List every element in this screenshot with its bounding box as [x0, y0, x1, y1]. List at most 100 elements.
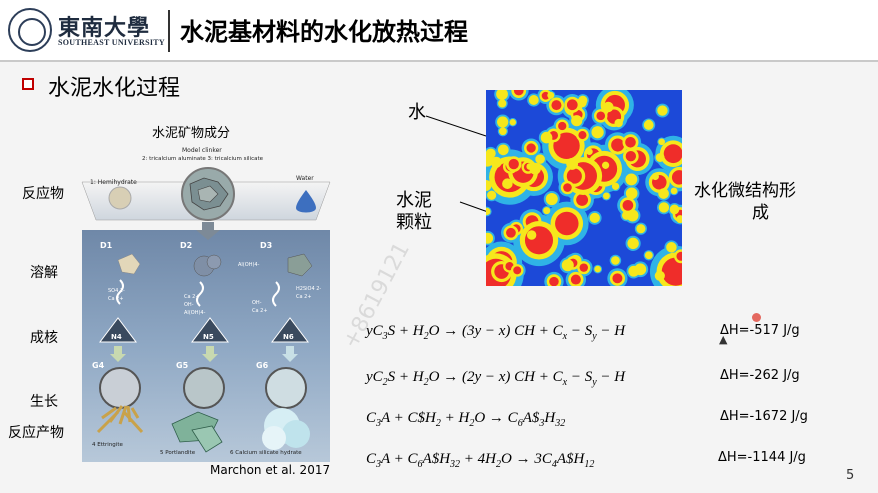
particle-core	[513, 90, 524, 96]
particle-shell	[509, 119, 516, 126]
particle-shell	[486, 179, 492, 191]
product-ettringite: 4 Ettringite	[92, 442, 123, 448]
particle-core	[551, 100, 562, 111]
equation-c2s: yC2S + H2O → (2y − x) CH + Cx − Sy − H	[366, 369, 626, 388]
particle-shell	[669, 204, 680, 215]
ion-hydroxide-2: OH-	[252, 300, 262, 306]
particle-shell	[591, 126, 604, 139]
particle-shell	[601, 161, 610, 169]
particle-shell	[676, 215, 682, 224]
particle-core	[553, 132, 580, 159]
particle-shell	[571, 115, 583, 127]
watermark-text: +8619121	[345, 238, 415, 353]
particle-core	[578, 131, 587, 140]
particle-shell	[487, 190, 497, 200]
particle-core	[625, 136, 636, 148]
particle-shell	[589, 212, 600, 224]
particle-shell	[625, 173, 638, 186]
particle-core	[549, 276, 559, 286]
logo-chinese-text: 東南大學	[58, 15, 151, 41]
stage-g6: G6	[256, 361, 269, 370]
product-csh: 6 Calcium silicate hydrate	[230, 450, 302, 456]
figure-citation: Marchon et al. 2017	[210, 463, 331, 477]
particle-core	[526, 143, 536, 153]
label-nucleation: 成核	[30, 330, 58, 346]
particle-shell	[611, 256, 620, 265]
particle-core	[566, 99, 578, 111]
stage-n5: N5	[203, 333, 214, 341]
figure-caption: 水泥矿物成分	[152, 126, 231, 141]
watermark: +8619121	[345, 238, 415, 353]
particle-shell	[627, 237, 639, 250]
particle-shell	[526, 163, 534, 170]
ion-calcium-2: Ca 2+	[184, 294, 200, 300]
particle-shell	[543, 207, 551, 215]
particle-shell	[535, 154, 545, 164]
header-divider	[168, 10, 170, 52]
particle-core	[555, 211, 579, 236]
particle-shell	[643, 120, 654, 130]
pointer-lines	[425, 115, 489, 213]
particle-shell	[603, 101, 614, 113]
particle-shell	[498, 99, 507, 108]
ion-calcium-1: Ca 2+	[108, 296, 124, 302]
label-reactants: 反应物	[22, 186, 64, 202]
ion-silicate: H2SiO4 2-	[296, 286, 321, 292]
particle-shell	[490, 156, 502, 168]
ion-calcium-3: Ca 2+	[252, 308, 268, 314]
equation-c3a-ettringite: C3A + C6A$H32 + 4H2O → 3C4A$H12	[366, 451, 595, 470]
equation-c3a-gypsum: C3A + C$H2 + H2O → C6A$3H32	[366, 410, 566, 429]
particle-core	[513, 266, 522, 275]
particle-core	[625, 151, 637, 162]
product-portlandite: 5 Portlandite	[160, 450, 196, 456]
hemihydrate-text: 1: Hemihydrate	[90, 179, 137, 186]
stage-g5: G5	[176, 361, 189, 370]
particle-shell	[644, 251, 653, 260]
page-number: 5	[846, 468, 855, 483]
stage-n4: N4	[111, 333, 122, 341]
ion-aluminate-2: Al(OH)4-	[238, 262, 260, 268]
stage-g4: G4	[92, 361, 105, 370]
particle-core	[558, 121, 567, 131]
particle-core	[524, 226, 554, 255]
label-cement-line2: 颗粒	[396, 212, 432, 233]
enthalpy-c2s: ΔH=-262 J/g	[720, 368, 800, 383]
particle-shell	[611, 182, 620, 190]
mouse-cursor-icon: ▲	[719, 333, 728, 346]
ion-calcium-4: Ca 2+	[296, 294, 312, 300]
slide-title: 水泥基材料的水化放热过程	[180, 18, 468, 46]
section-title: 水泥水化过程	[48, 76, 181, 101]
university-logo: 東南大學 SOUTHEAST UNIVERSITY	[58, 10, 165, 50]
particle-shell	[654, 270, 665, 281]
particle-shell	[594, 265, 602, 273]
particle-shell	[528, 95, 539, 105]
enthalpy-c3a-gypsum: ΔH=-1672 J/g	[720, 409, 808, 424]
stage-n6: N6	[283, 333, 294, 341]
label-products: 反应产物	[8, 425, 64, 441]
particle-shell	[614, 118, 623, 128]
particle-shell	[497, 116, 509, 128]
label-growth: 生长	[30, 394, 58, 410]
hydration-process-figure: Model clinker 2: tricalcium aluminate 3:…	[81, 147, 331, 462]
microstructure-title-line2: 成	[752, 203, 769, 223]
particle-core	[541, 91, 550, 100]
microstructure-title-line1: 水化微结构形	[694, 181, 796, 201]
laser-pointer-icon	[752, 313, 761, 322]
ion-sulfate: SO4 2-	[108, 288, 125, 294]
particle-core	[612, 273, 623, 284]
hydration-microstructure-image	[486, 90, 682, 286]
particle-core	[596, 111, 606, 121]
particle-core	[663, 144, 682, 164]
particle-shell	[657, 105, 668, 116]
particle-core	[576, 193, 589, 206]
particle-core	[661, 257, 682, 286]
particle-core	[671, 170, 682, 185]
particle-shell	[651, 172, 659, 181]
clinker-components-text: 2: tricalcium aluminate 3: tricalcium si…	[142, 156, 264, 162]
label-water: 水	[408, 102, 426, 123]
ion-hydroxide-1: OH-	[184, 302, 194, 308]
particle-shell	[526, 230, 537, 240]
label-cement-line1: 水泥	[396, 190, 432, 211]
slide-header	[0, 0, 878, 60]
enthalpy-c3a-ettringite: ΔH=-1144 J/g	[718, 450, 806, 465]
